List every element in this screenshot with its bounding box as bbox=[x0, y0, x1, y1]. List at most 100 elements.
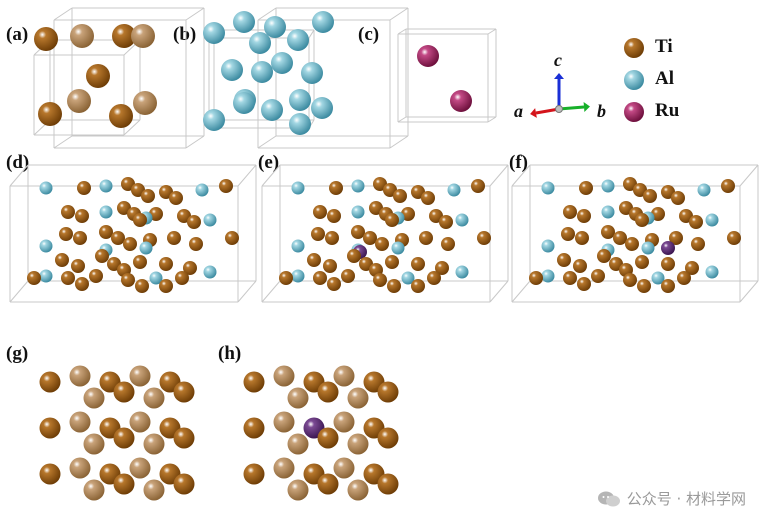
ti-atom bbox=[69, 457, 91, 479]
cell-edge bbox=[511, 280, 531, 303]
ti-atom bbox=[625, 237, 639, 251]
al-atom bbox=[311, 97, 333, 119]
ti-atom bbox=[373, 273, 387, 287]
al-atom bbox=[541, 239, 555, 253]
axis-a-arrow-head bbox=[530, 108, 537, 118]
cell-edge bbox=[397, 28, 407, 35]
ti-atom bbox=[159, 257, 173, 271]
ti-atom bbox=[435, 261, 449, 275]
al-atom bbox=[233, 11, 255, 33]
ti-atom bbox=[385, 255, 399, 269]
cell-edge bbox=[53, 7, 73, 21]
al-atom bbox=[203, 265, 217, 279]
ti-atom bbox=[159, 279, 173, 293]
al-atom bbox=[149, 271, 163, 285]
ti-atom bbox=[563, 271, 577, 285]
axis-indicator bbox=[530, 73, 590, 118]
ti-atom bbox=[113, 473, 135, 495]
ti-atom bbox=[597, 249, 611, 263]
ti-atom bbox=[601, 225, 615, 239]
ti-atom bbox=[273, 457, 295, 479]
al-atom bbox=[705, 213, 719, 227]
ti-atom bbox=[439, 215, 453, 229]
ti-atom bbox=[67, 89, 91, 113]
al-atom bbox=[39, 269, 53, 283]
ti-atom bbox=[189, 237, 203, 251]
panel-label-h: (h) bbox=[218, 343, 242, 364]
ti-atom bbox=[187, 215, 201, 229]
ti-atom bbox=[573, 259, 587, 273]
axis-label-a: a bbox=[514, 101, 523, 121]
ti-atom bbox=[69, 365, 91, 387]
ti-atom bbox=[351, 225, 365, 239]
ti-atom bbox=[651, 207, 665, 221]
cell-edge bbox=[739, 164, 759, 187]
ti-atom bbox=[677, 271, 691, 285]
ti-atom bbox=[691, 237, 705, 251]
ti-atom bbox=[273, 365, 295, 387]
ti-atom bbox=[225, 231, 239, 245]
ru-atom bbox=[661, 241, 675, 255]
ti-atom bbox=[671, 191, 685, 205]
al-atom bbox=[271, 52, 293, 74]
ti-atom bbox=[27, 271, 41, 285]
wechat-icon bbox=[597, 491, 620, 506]
ti-atom bbox=[669, 231, 683, 245]
ti-atom bbox=[131, 24, 155, 48]
axis-label-c: c bbox=[554, 50, 562, 70]
ti-atom bbox=[287, 433, 309, 455]
axis-b-arrow-head bbox=[583, 102, 590, 112]
ti-atom bbox=[71, 259, 85, 273]
ti-atom bbox=[685, 261, 699, 275]
ti-atom bbox=[141, 189, 155, 203]
ti-atom bbox=[471, 179, 485, 193]
cell-edge bbox=[489, 164, 509, 187]
cell-edge bbox=[487, 28, 497, 35]
ti-atom bbox=[727, 231, 741, 245]
al-atom bbox=[203, 213, 217, 227]
ti-atom bbox=[341, 269, 355, 283]
ti-atom bbox=[333, 365, 355, 387]
ti-atom bbox=[591, 269, 605, 283]
ti-atom bbox=[529, 271, 543, 285]
ti-atom bbox=[279, 271, 293, 285]
legend-label-al: Al bbox=[655, 68, 674, 89]
al-atom bbox=[289, 89, 311, 111]
al-atom bbox=[233, 92, 255, 114]
ti-atom bbox=[143, 479, 165, 501]
al-atom bbox=[455, 213, 469, 227]
ti-atom bbox=[307, 253, 321, 267]
cell-edge bbox=[185, 135, 205, 149]
axis-label-b: b bbox=[597, 101, 606, 121]
ti-atom bbox=[89, 269, 103, 283]
ti-atom bbox=[427, 271, 441, 285]
al-atom bbox=[391, 241, 405, 255]
cell-edge bbox=[511, 164, 531, 187]
ti-atom bbox=[243, 371, 265, 393]
ti-atom bbox=[173, 427, 195, 449]
al-atom bbox=[203, 22, 225, 44]
ti-atom bbox=[317, 427, 339, 449]
al-atom bbox=[312, 11, 334, 33]
al-atom bbox=[139, 241, 153, 255]
ti-atom bbox=[477, 231, 491, 245]
cell-edge bbox=[487, 116, 497, 123]
al-atom bbox=[697, 183, 711, 197]
ti-atom bbox=[73, 231, 87, 245]
ti-atom bbox=[129, 457, 151, 479]
ti-atom bbox=[86, 64, 110, 88]
ti-atom bbox=[173, 381, 195, 403]
al-atom bbox=[624, 70, 644, 90]
ti-atom bbox=[363, 231, 377, 245]
cell-edge bbox=[9, 164, 29, 187]
ti-atom bbox=[375, 237, 389, 251]
al-atom bbox=[39, 181, 53, 195]
ti-atom bbox=[55, 253, 69, 267]
axis-c-arrow-head bbox=[554, 73, 564, 79]
ti-atom bbox=[61, 271, 75, 285]
ti-atom bbox=[561, 227, 575, 241]
al-atom bbox=[195, 183, 209, 197]
ti-atom bbox=[287, 479, 309, 501]
al-atom bbox=[401, 271, 415, 285]
cell-edge bbox=[237, 280, 257, 303]
